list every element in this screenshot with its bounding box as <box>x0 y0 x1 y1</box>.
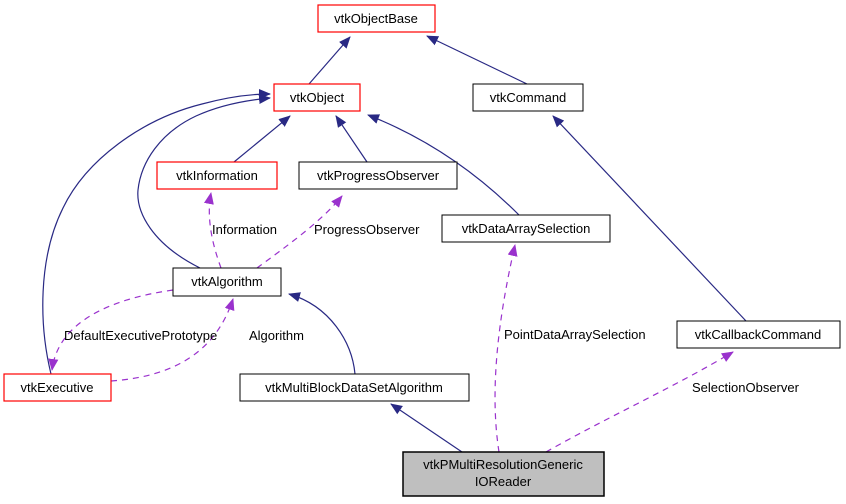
class-label[interactable]: vtkObject <box>290 90 345 105</box>
edge-vtkobject-to-vtkobjectbase <box>308 36 351 85</box>
class-box-vtkDataArraySelection[interactable] <box>441 214 611 243</box>
class-label-line1: vtkPMultiResolutionGeneric <box>423 457 583 472</box>
edge-label-algorithm: Algorithm <box>249 328 304 343</box>
class-box-vtkMultiBlockDataSetAlgorithm[interactable] <box>239 373 470 402</box>
class-label[interactable]: vtkDataArraySelection <box>462 221 591 236</box>
inheritance-edges <box>42 35 747 453</box>
edge-label-information: Information <box>212 222 277 237</box>
edge-vtkcallbackcommand-to-vtkcommand <box>552 115 747 322</box>
class-label[interactable]: vtkProgressObserver <box>317 168 440 183</box>
class-label[interactable]: vtkObjectBase <box>334 11 418 26</box>
node-vtkObject[interactable]: vtkObject <box>273 83 361 112</box>
edge-label-selectionobserver: SelectionObserver <box>692 380 800 395</box>
edge-selectionobserver-usage <box>545 351 734 453</box>
node-vtkCallbackCommand[interactable]: vtkCallbackCommand <box>676 320 841 349</box>
node-vtkDataArraySelection[interactable]: vtkDataArraySelection <box>441 214 611 243</box>
edge-vtkcommand-to-vtkobjectbase <box>426 35 528 85</box>
edge-vtkmultiblock-to-vtkalgorithm <box>288 292 356 375</box>
node-vtkCommand[interactable]: vtkCommand <box>472 83 584 112</box>
node-vtkObjectBase[interactable]: vtkObjectBase <box>317 4 436 33</box>
node-vtkPMultiResolutionGenericIOReader: vtkPMultiResolutionGeneric IOReader <box>402 451 605 497</box>
class-box-vtkObjectBase[interactable] <box>317 4 436 33</box>
edge-label-defaultexecutiveprototype: DefaultExecutivePrototype <box>64 328 217 343</box>
node-vtkMultiBlockDataSetAlgorithm[interactable]: vtkMultiBlockDataSetAlgorithm <box>239 373 470 402</box>
edge-information-usage <box>204 192 222 269</box>
usage-edges <box>48 192 734 453</box>
class-label[interactable]: vtkCommand <box>490 90 567 105</box>
node-vtkExecutive[interactable]: vtkExecutive <box>3 373 112 402</box>
node-vtkProgressObserver[interactable]: vtkProgressObserver <box>298 161 458 190</box>
class-label[interactable]: vtkInformation <box>176 168 258 183</box>
edge-vtkinformation-to-vtkobject <box>233 115 291 163</box>
class-label[interactable]: vtkAlgorithm <box>191 274 263 289</box>
edge-progressobserver-usage <box>256 195 343 269</box>
class-box-vtkObject[interactable] <box>273 83 361 112</box>
class-box-vtkAlgorithm[interactable] <box>172 267 282 297</box>
class-box-vtkExecutive[interactable] <box>3 373 112 402</box>
node-vtkAlgorithm[interactable]: vtkAlgorithm <box>172 267 282 297</box>
class-box-vtkProgressObserver[interactable] <box>298 161 458 190</box>
class-label[interactable]: vtkMultiBlockDataSetAlgorithm <box>265 380 443 395</box>
edge-vtkdataarrayselection-to-vtkobject <box>367 114 520 216</box>
edge-reader-to-vtkmultiblock <box>390 403 463 453</box>
edge-labels: Information ProgressObserver DefaultExec… <box>64 222 800 395</box>
edge-vtkexecutive-to-vtkobject <box>42 89 271 375</box>
class-box-vtkPMultiResolutionGenericIOReader <box>402 451 605 497</box>
class-label[interactable]: vtkExecutive <box>21 380 94 395</box>
class-label-line2: IOReader <box>475 474 532 489</box>
edge-vtkalgorithm-to-vtkobject <box>137 94 271 269</box>
edge-label-progressobserver: ProgressObserver <box>314 222 420 237</box>
class-box-vtkCommand[interactable] <box>472 83 584 112</box>
class-label[interactable]: vtkCallbackCommand <box>695 327 821 342</box>
edge-pointdataarrayselection-usage <box>494 244 518 453</box>
node-vtkInformation[interactable]: vtkInformation <box>156 161 278 190</box>
class-box-vtkInformation[interactable] <box>156 161 278 190</box>
class-box-vtkCallbackCommand[interactable] <box>676 320 841 349</box>
edge-algorithm-usage <box>110 298 235 382</box>
edge-vtkprogressobserver-to-vtkobject <box>335 115 368 163</box>
edge-label-pointdataarrayselection: PointDataArraySelection <box>504 327 646 342</box>
